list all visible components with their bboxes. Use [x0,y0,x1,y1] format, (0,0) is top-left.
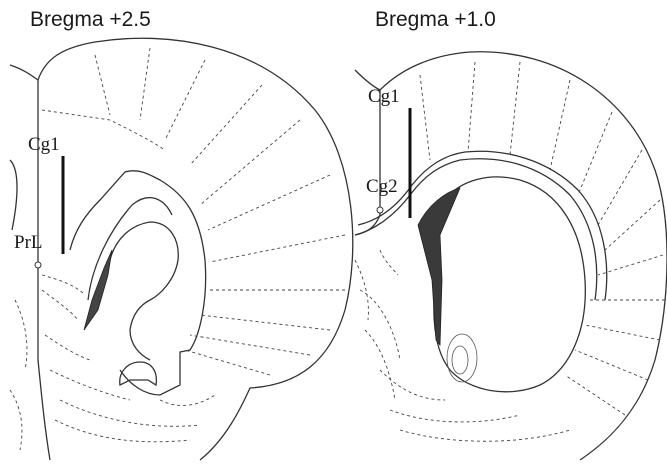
right-corpus-callosum-inner [358,151,607,300]
right-midline-marker [377,207,383,213]
right-anterior-commissure [447,334,477,382]
right-brain-section: Cg1 Cg2 [355,52,667,460]
left-brain-section: Cg1 PrL [10,38,353,460]
left-label-cg1: Cg1 [28,134,60,155]
right-lateral-ventricle [418,188,460,345]
left-label-prl: PrL [14,232,43,253]
right-hemisphere-outline [380,52,667,460]
left-caudate-outline [110,222,178,360]
right-striatum-outline [434,177,585,392]
right-cortical-dashes [355,62,665,441]
right-label-cg2: Cg2 [366,176,398,197]
right-anterior-commissure-inner [452,346,468,374]
left-midline-marker [35,262,41,268]
right-label-cg1: Cg1 [368,86,400,107]
left-hemisphere-outline [38,38,353,460]
left-anterior-commissure [120,362,157,385]
